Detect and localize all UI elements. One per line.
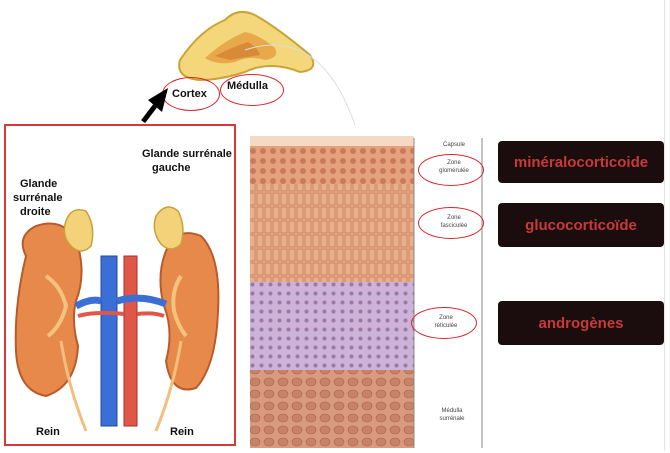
left-gland-label-line-3: droite xyxy=(20,206,51,219)
kidneys-drawing xyxy=(6,126,234,444)
zona-reticularis-ring xyxy=(411,307,477,339)
hormone-glucocorticoid-pill: glucocorticoïde xyxy=(498,203,664,247)
left-gland-label-line-2: surrénale xyxy=(13,192,63,205)
kidney-right-label: Rein xyxy=(170,426,194,439)
zona-fasciculata-ring xyxy=(418,207,484,239)
capsule-label: Capsule xyxy=(424,142,484,149)
right-gland-label-line-2: gauche xyxy=(152,162,191,175)
left-gland-label-line-1: Glande xyxy=(20,178,57,191)
right-gland-label-line-1: Glande surrénale xyxy=(142,148,232,161)
zona-glomerulosa-ring xyxy=(418,154,484,186)
hormone-mineralocorticoid-pill: minéralocorticoide xyxy=(498,141,664,183)
guide-arc xyxy=(240,30,360,130)
hormone-androgen-pill: androgènes xyxy=(498,301,664,345)
kidney-figure-panel xyxy=(4,124,236,446)
medulla-histology-label-line-1: Médulla xyxy=(422,408,482,415)
kidney-left-label: Rein xyxy=(36,426,60,439)
right-edge-line xyxy=(664,0,665,451)
medulla-histology-label-line-2: surrénale xyxy=(422,416,482,423)
